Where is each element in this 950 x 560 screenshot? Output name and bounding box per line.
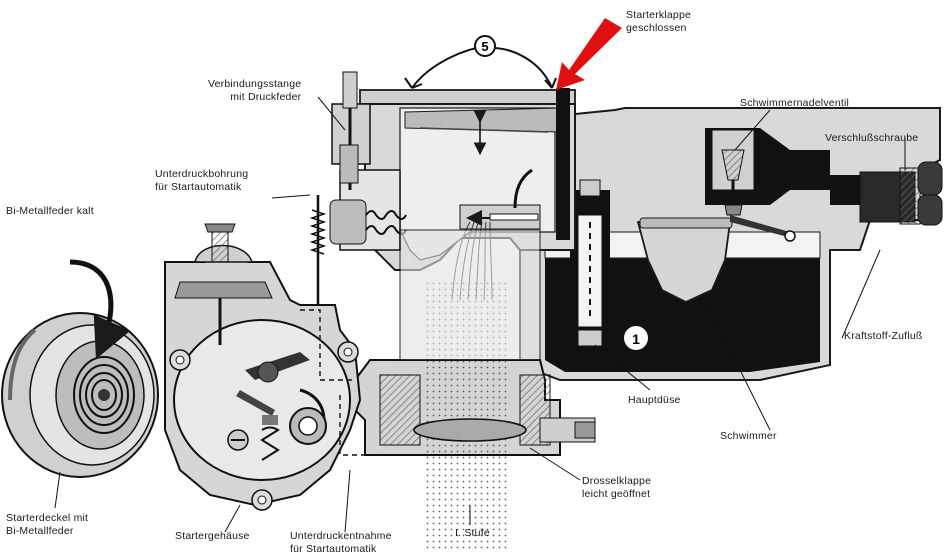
label-bimetallfeder-kalt: Bi-Metallfeder kalt [6, 205, 94, 217]
label-stufe: I. Stufe [455, 527, 490, 539]
label-schwimmer: Schwimmer [720, 430, 777, 442]
linkage-rod [309, 71, 359, 305]
carburetor-main-body [514, 107, 943, 381]
throttle-body [354, 229, 596, 550]
label-startergehaeuse: Startergehäuse [175, 530, 250, 542]
main-jet-tube [570, 179, 610, 347]
fuel-level [545, 258, 820, 372]
marker-one: 1 [632, 331, 640, 347]
flap-rotation-indicator: 5 [404, 35, 557, 89]
label-kraftstoff-zufluss: Kraftstoff-Zufluß [844, 330, 923, 342]
main-jet-indicator: 1 [589, 324, 650, 352]
starter-housing [164, 223, 380, 511]
bimetal-cap [1, 312, 159, 478]
label-schwimmernadelventil: Schwimmernadelventil [740, 97, 850, 109]
starter-flap-red-arrow [556, 18, 622, 90]
label-hauptduese: Hauptdüse [628, 394, 681, 406]
marker-five: 5 [481, 39, 488, 54]
fuel-inlet-fitting [859, 161, 943, 226]
label-verschlussschraube: Verschlußschraube [825, 132, 919, 144]
bimetal-arrow [69, 259, 131, 360]
leader-lines [54, 96, 906, 533]
throttle-plate [413, 418, 527, 442]
needle-valve [711, 129, 755, 216]
